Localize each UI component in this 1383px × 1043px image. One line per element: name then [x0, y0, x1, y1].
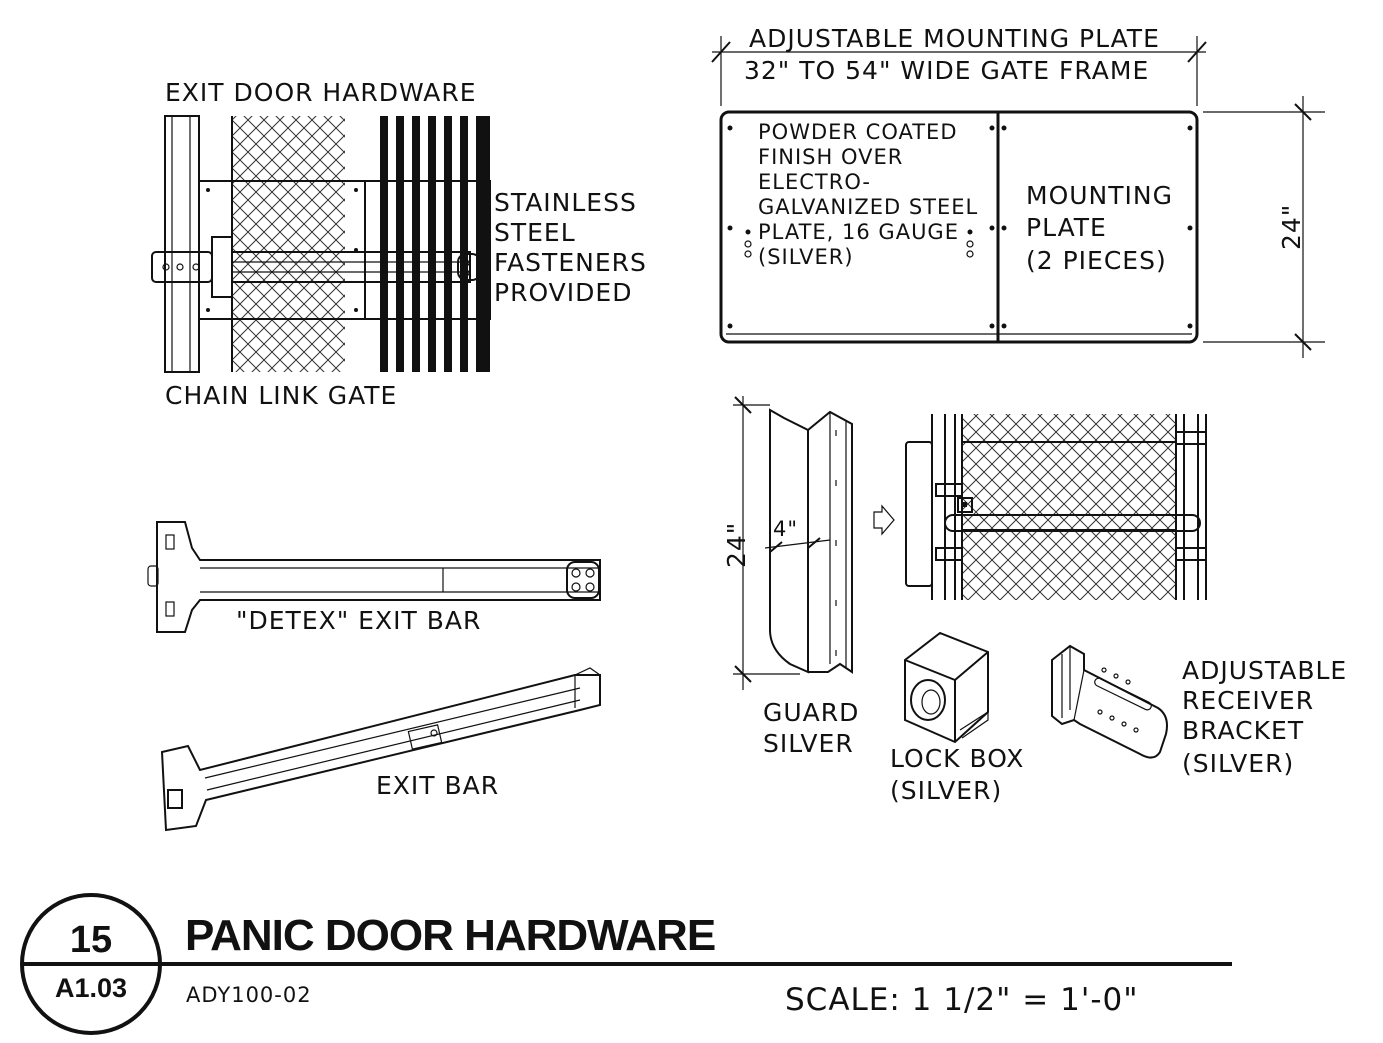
latch-housing — [151, 251, 213, 283]
guard-height-dim: 24" — [722, 522, 751, 568]
guard-installed — [905, 441, 933, 587]
exit-bar-label: EXIT BAR — [376, 771, 499, 800]
finish-note-line-3: ELECTRO- — [758, 170, 871, 194]
lock-box-body — [904, 631, 989, 744]
lock-box-detail: LOCK BOX (SILVER) — [890, 631, 1024, 805]
lock-box-opening — [910, 679, 946, 721]
sheet-number: A1.03 — [55, 973, 127, 1003]
finish-note-line-5: PLATE, 16 GAUGE — [758, 220, 959, 244]
mounting-plate-outline — [719, 110, 1199, 344]
exit-door-hardware-detail: EXIT DOOR HARDWARE — [151, 78, 647, 410]
title-block: 15 A1.03 PANIC DOOR HARDWARE ADY100-02 S… — [20, 893, 1232, 1035]
finish-note-line-1: POWDER COATED — [758, 120, 958, 144]
finish-note-line-6: (SILVER) — [758, 245, 854, 269]
plate-note-line-2: PLATE — [1026, 213, 1107, 242]
detail-title: PANIC DOOR HARDWARE — [185, 911, 715, 960]
mounting-plate-right — [364, 180, 491, 320]
exit-bar-body — [160, 674, 601, 832]
fasteners-note-line-3: FASTENERS — [494, 248, 647, 277]
mounting-plate-dimension-bottom: 32" TO 54" WIDE GATE FRAME — [744, 56, 1149, 85]
fasteners-note-line-4: PROVIDED — [494, 278, 632, 307]
finish-note-line-4: GALVANIZED STEEL — [758, 195, 978, 219]
receiver-bracket-detail: ADJUSTABLE RECEIVER BRACKET (SILVER) — [1051, 644, 1347, 778]
detail-number: 15 — [70, 919, 112, 961]
push-bar — [211, 236, 471, 298]
receiver-bracket-label-line-2: RECEIVER — [1182, 686, 1314, 715]
finish-note-line-2: FINISH OVER — [758, 145, 903, 169]
guard-label-line-1: GUARD — [763, 698, 859, 727]
receiver-bracket-body — [1051, 644, 1168, 759]
guard-label-line-2: SILVER — [763, 729, 854, 758]
fasteners-note-line-2: STEEL — [494, 218, 576, 247]
adjustable-mounting-plate-detail: ADJUSTABLE MOUNTING PLATE 32" TO 54" WID… — [711, 24, 1325, 358]
arrow-icon — [873, 504, 895, 536]
detex-exit-bar-label: "DETEX" EXIT BAR — [236, 606, 481, 635]
installed-gate-detail — [905, 414, 1207, 600]
fasteners-note-line-1: STAINLESS — [494, 188, 637, 217]
guard-width-dim: 4" — [773, 517, 798, 541]
detex-bar-body — [156, 521, 601, 633]
exit-door-hardware-title: EXIT DOOR HARDWARE — [165, 78, 477, 107]
receiver-bracket-label-line-1: ADJUSTABLE — [1182, 656, 1347, 685]
receiver-bracket-label-line-3: BRACKET — [1182, 716, 1304, 745]
installed-push-bar — [944, 514, 1201, 532]
gate-post — [164, 115, 200, 373]
installed-chain-link-mesh — [962, 414, 1176, 600]
scale-note: SCALE: 1 1/2" = 1'-0" — [785, 982, 1139, 1018]
plate-note-line-1: MOUNTING — [1026, 181, 1173, 210]
lock-box-label-line-2: (SILVER) — [890, 776, 1002, 805]
lock-box-label-line-1: LOCK BOX — [890, 744, 1024, 773]
guard-left-face — [769, 408, 809, 674]
guard-detail: 24" 4" GUARD SILVER — [722, 396, 859, 758]
mounting-plate-height-dim: 24" — [1277, 204, 1306, 250]
plate-note-line-3: (2 PIECES) — [1026, 246, 1167, 275]
mounting-plate-dimension-top: ADJUSTABLE MOUNTING PLATE — [749, 24, 1160, 53]
chain-link-mesh — [232, 116, 345, 372]
chain-link-gate-label: CHAIN LINK GATE — [165, 381, 397, 410]
exit-bar-detail: EXIT BAR — [160, 667, 601, 832]
detex-exit-bar-detail: "DETEX" EXIT BAR — [147, 521, 601, 635]
gate-frame-stripes — [380, 116, 490, 372]
receiver-bracket-label-line-4: (SILVER) — [1182, 749, 1294, 778]
drawing-code: ADY100-02 — [186, 983, 312, 1007]
